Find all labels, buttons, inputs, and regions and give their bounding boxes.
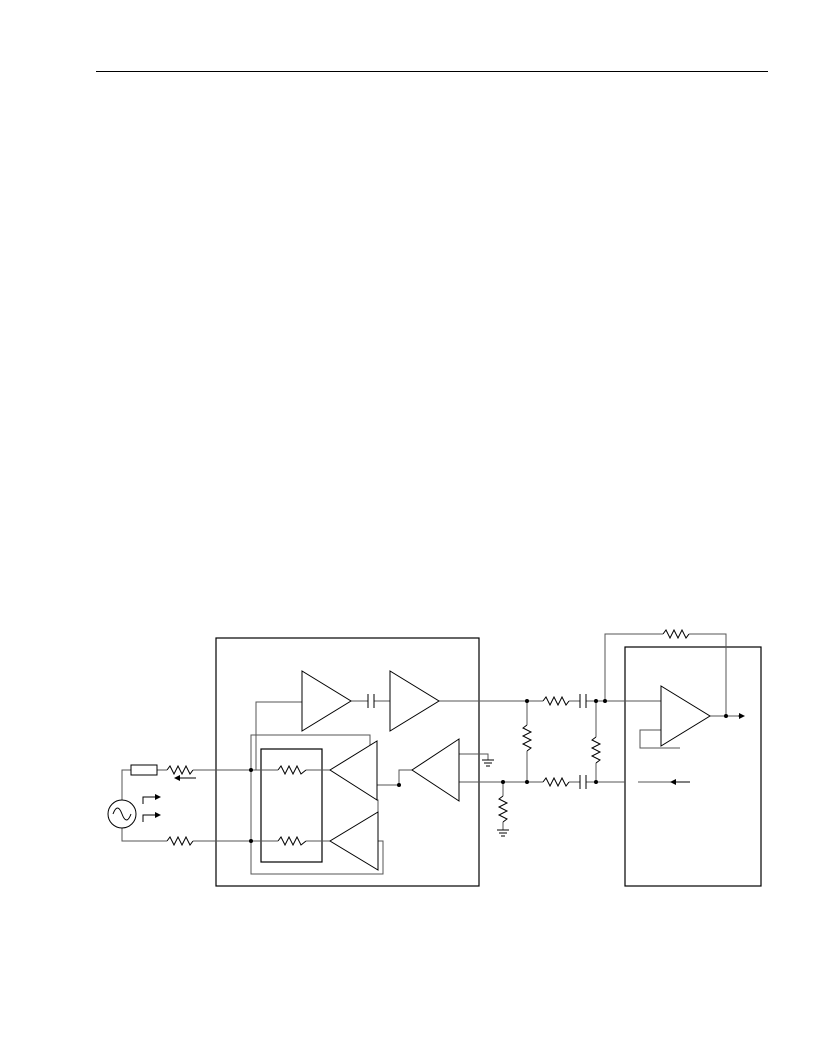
resistor-icon xyxy=(166,764,194,776)
codec-block xyxy=(624,646,762,887)
sine-source-icon xyxy=(107,799,137,829)
resistor-icon xyxy=(542,695,570,707)
codec-amp xyxy=(660,685,711,747)
resistor-icon xyxy=(662,628,690,640)
wiring xyxy=(121,633,738,875)
resistor-icon xyxy=(521,724,533,752)
arrow-icon xyxy=(174,775,196,781)
resistor-icon xyxy=(590,736,602,764)
fuse-icon xyxy=(130,764,158,776)
capacitor-icon xyxy=(579,775,587,789)
resistor-icon xyxy=(277,764,307,776)
junction-dots xyxy=(249,699,728,843)
arrow-icon xyxy=(142,812,161,822)
line-interface-block xyxy=(215,637,480,887)
arrow-icon xyxy=(142,794,161,804)
capacitor-icon xyxy=(367,694,375,708)
arrow-icon xyxy=(670,779,690,785)
capacitor-icon xyxy=(579,694,587,708)
line-driver-amp xyxy=(411,738,460,802)
header-rule xyxy=(96,71,768,72)
hybrid-resistor-box xyxy=(260,748,323,863)
resistor-icon xyxy=(497,795,509,823)
transmit-amp-2 xyxy=(389,670,440,732)
arrow-icon xyxy=(738,713,745,719)
ground-icon xyxy=(497,829,509,837)
resistor-icon xyxy=(166,835,194,847)
receive-amp-upper xyxy=(329,740,378,801)
ground-icon xyxy=(482,759,494,767)
receive-amp-lower xyxy=(329,811,379,871)
resistor-icon xyxy=(277,835,307,847)
transmit-amp-1 xyxy=(301,670,352,732)
resistor-icon xyxy=(542,776,570,788)
